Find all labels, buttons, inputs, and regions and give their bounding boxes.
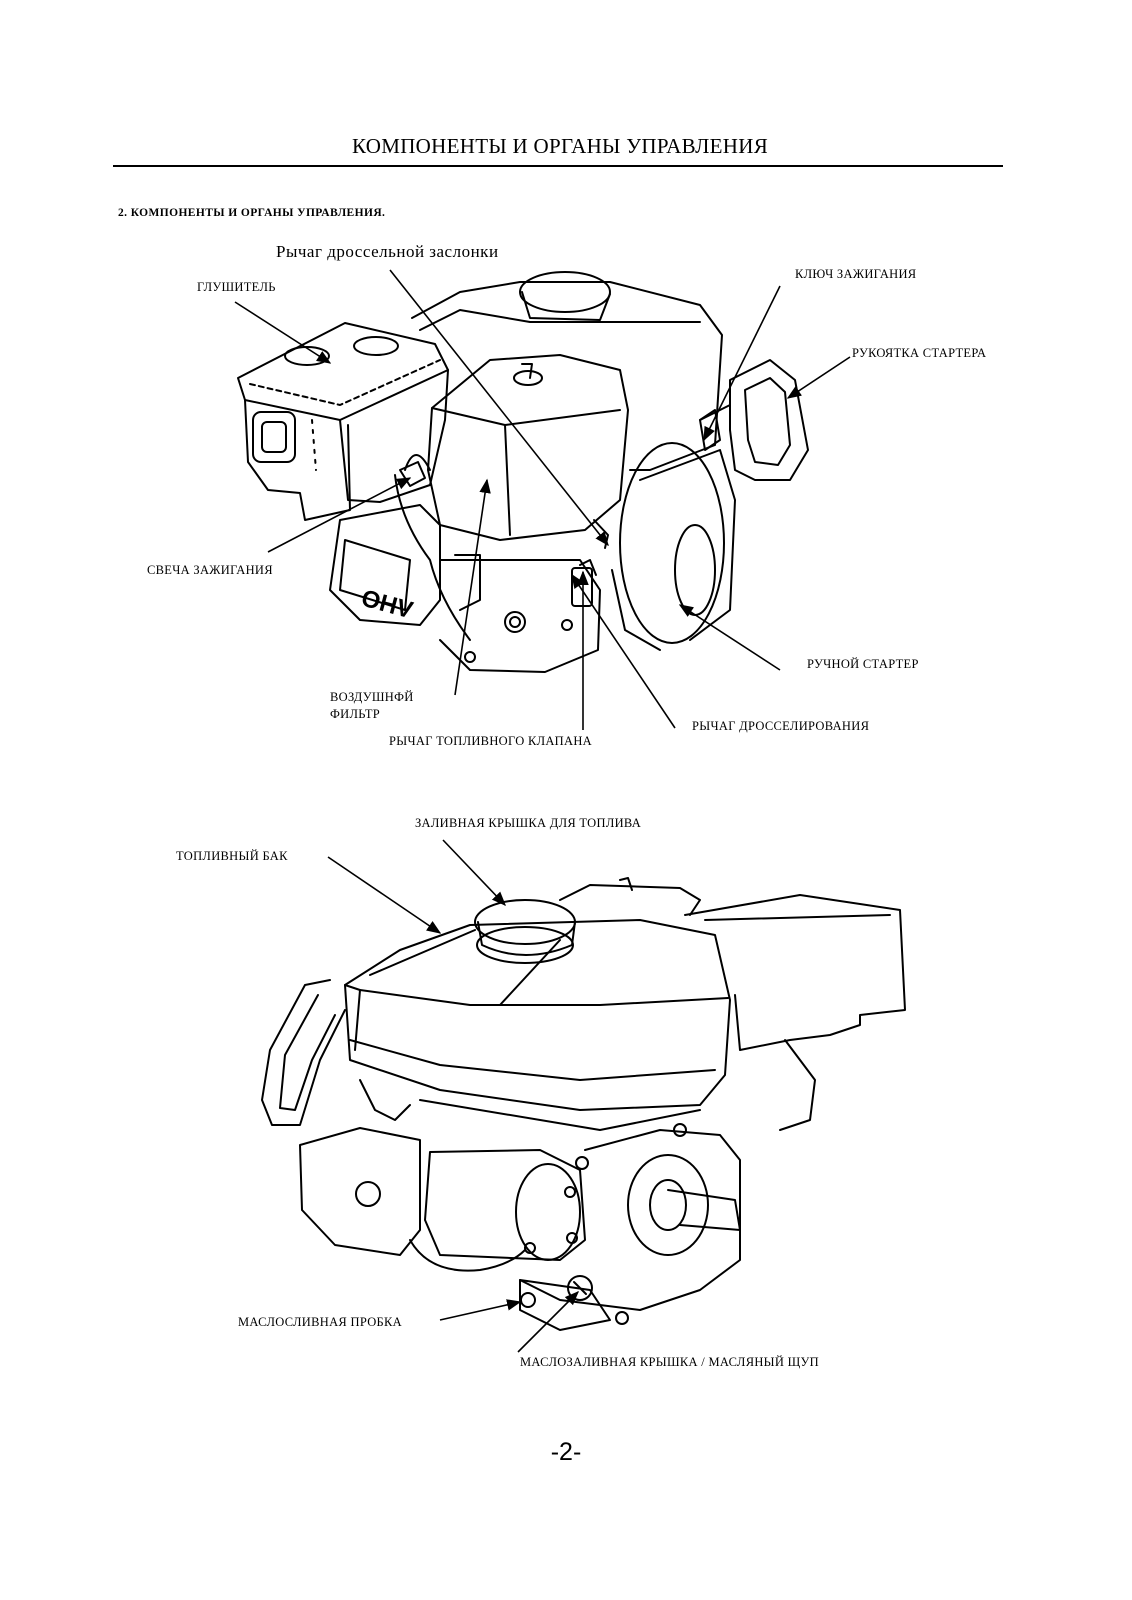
section-heading: 2. КОМПОНЕНТЫ И ОРГАНЫ УПРАВЛЕНИЯ. — [118, 207, 386, 219]
engine-drawing-top: OHV — [234, 269, 851, 730]
page-number: -2- — [550, 1438, 582, 1466]
fuel-tank-drawing — [344, 919, 731, 1111]
label-oil-drain-plug: МАСЛОСЛИВНАЯ ПРОБКА — [238, 1315, 402, 1329]
label-fuel-tank: ТОПЛИВНЫЙ БАК — [176, 849, 288, 863]
starter-motor-drawing — [424, 1149, 586, 1261]
page-title: КОМПОНЕНТЫ И ОРГАНЫ УПРАВЛЕНИЯ — [351, 134, 769, 158]
label-muffler: ГЛУШИТЕЛЬ — [197, 280, 276, 294]
air-box-drawing — [559, 877, 701, 916]
crankcase-drawing — [329, 454, 601, 673]
label-spark-plug: СВЕЧА ЗАЖИГАНИЯ — [147, 563, 273, 577]
crankcase-drawing-bottom — [519, 1123, 741, 1325]
label-starter-handle: РУКОЯТКА СТАРТЕРА — [852, 346, 987, 360]
label-ignition-key: КЛЮЧ ЗАЖИГАНИЯ — [795, 267, 917, 281]
control-box-drawing — [299, 1127, 526, 1272]
ignition-key-drawing — [699, 409, 721, 451]
leader-oil-filler — [517, 1290, 580, 1353]
label-oil-filler-cap: МАСЛОЗАЛИВНАЯ КРЫШКА / МАСЛЯНЫЙ ЩУП — [520, 1355, 820, 1369]
leader-starter-handle — [786, 356, 851, 399]
muffler-drawing — [237, 322, 449, 521]
label-fuel-filler-cap: ЗАЛИВНАЯ КРЫШКА ДЛЯ ТОПЛИВА — [415, 816, 642, 830]
label-fuel-valve-lever: РЫЧАГ ТОПЛИВНОГО КЛАПАНА — [389, 734, 592, 748]
leader-recoil-starter — [678, 604, 781, 671]
leader-throttle-flap — [389, 269, 609, 547]
leader-air-filter — [454, 478, 491, 696]
air-filter-drawing — [427, 354, 629, 541]
leader-muffler — [234, 301, 332, 364]
leader-ignition-key — [703, 285, 781, 442]
label-throttle-flap-lever: Рычаг дроссельной заслонки — [276, 242, 499, 261]
bolt-drawing — [359, 1079, 411, 1121]
leader-spark-plug — [267, 477, 412, 553]
leader-oil-drain — [439, 1299, 522, 1321]
label-air-filter-line1: ВОЗДУШНФЙ — [330, 690, 414, 704]
leader-throttle-lever — [571, 573, 676, 729]
rear-tank-drawing — [411, 271, 723, 471]
fuel-filler-cap-drawing — [474, 899, 576, 964]
label-recoil-starter: РУЧНОЙ СТАРТЕР — [807, 657, 919, 671]
leader-fuel-filler-cap — [442, 839, 506, 907]
starter-handle-drawing-bottom — [261, 979, 346, 1126]
oil-plugs-drawing — [519, 1275, 611, 1331]
leader-fuel-tank — [327, 856, 442, 934]
muffler-drawing-bottom — [684, 894, 906, 1131]
rocker-cover-drawing — [339, 539, 411, 611]
title-rule — [113, 165, 1003, 167]
label-air-filter-line2: ФИЛЬТР — [330, 707, 381, 721]
recoil-starter-drawing — [611, 442, 736, 651]
label-throttle-lever: РЫЧАГ ДРОССЕЛИРОВАНИЯ — [692, 719, 870, 733]
